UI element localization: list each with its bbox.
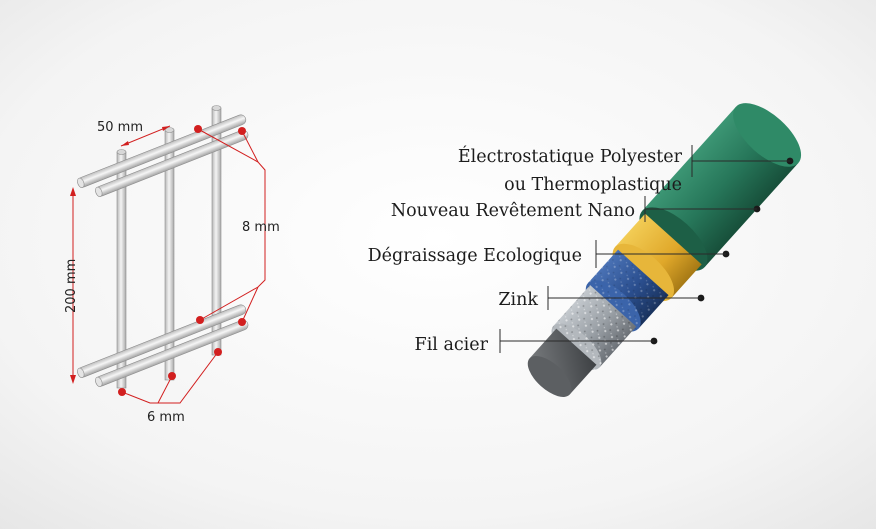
label-zinc: Zink xyxy=(498,290,538,310)
layer-labels: Électrostatique Polyester ou Thermoplast… xyxy=(368,146,683,355)
dimension-vertical-wire-label: 6 mm xyxy=(147,410,185,425)
wire-mesh-illustration: 50 mm 200 mm 8 mm 6 mm xyxy=(64,105,280,425)
layer-polyester-coat xyxy=(527,103,802,397)
dimension-spacing-label: 50 mm xyxy=(97,120,143,135)
dimension-horizontal-wire: 8 mm xyxy=(194,125,280,326)
dimension-vertical-wire: 6 mm xyxy=(118,348,222,425)
label-nano-coating: Nouveau Revêtement Nano xyxy=(391,201,635,221)
dimension-spacing: 50 mm xyxy=(97,120,171,147)
dimension-height-label: 200 mm xyxy=(64,259,79,313)
layer-leaders xyxy=(499,145,790,353)
label-polyester-line2: ou Thermoplastique xyxy=(504,175,682,195)
label-degreasing: Dégraissage Ecologique xyxy=(368,246,582,266)
dimension-horizontal-wire-label: 8 mm xyxy=(242,220,280,235)
coating-layers-illustration: Électrostatique Polyester ou Thermoplast… xyxy=(368,103,802,397)
dimension-height: 200 mm xyxy=(64,187,79,384)
label-steel-wire: Fil acier xyxy=(415,335,489,355)
horizontal-wires xyxy=(77,114,249,387)
label-polyester-line1: Électrostatique Polyester xyxy=(458,146,683,167)
